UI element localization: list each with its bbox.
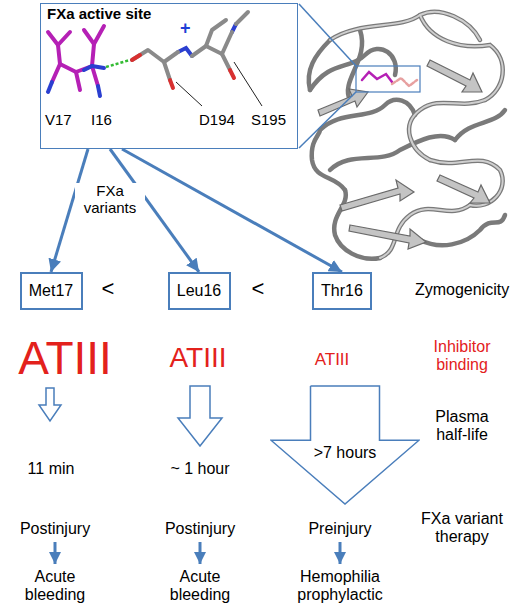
row-label: FXa variant therapy bbox=[414, 510, 510, 545]
protein-ribbon-inner bbox=[409, 100, 485, 160]
residue-sticks-d194-s195 bbox=[236, 12, 248, 24]
beta-strand bbox=[427, 60, 482, 92]
protein-ribbon-inner bbox=[330, 12, 480, 40]
residue-label: V17 bbox=[45, 112, 72, 129]
beta-strand bbox=[349, 225, 426, 249]
therapy-use: Hemophilia prophylactic bbox=[290, 568, 390, 603]
nitrogen-atoms bbox=[48, 24, 236, 96]
inset-panel: FXa active site + V17 I16 D194 S195 bbox=[40, 3, 298, 149]
protein-ribbon-inner bbox=[420, 15, 503, 100]
beta-strand bbox=[318, 89, 368, 116]
hydrogen-bond bbox=[106, 60, 130, 67]
oxygen-atoms bbox=[170, 80, 173, 88]
nitrogen-atoms bbox=[98, 86, 100, 96]
nitrogen-atoms bbox=[48, 82, 52, 92]
arrow-caption: FXa variants bbox=[75, 183, 145, 216]
protein-ribbon bbox=[309, 40, 330, 90]
charge-sign: + bbox=[180, 18, 191, 38]
residue-label: S195 bbox=[251, 112, 286, 129]
residue-sticks-d194-s195 bbox=[132, 50, 178, 62]
variant-arrow bbox=[122, 149, 342, 272]
callout-line bbox=[299, 4, 356, 66]
half-life-arrow bbox=[178, 386, 222, 446]
protein-ribbon bbox=[409, 100, 485, 160]
inhibitor-label: ATIII bbox=[18, 333, 112, 384]
row-label: Plasma half-life bbox=[422, 408, 502, 443]
variant-name: Met17 bbox=[29, 282, 73, 300]
variant-name: Thr16 bbox=[321, 282, 363, 300]
leader-line bbox=[176, 82, 202, 106]
beta-strand bbox=[340, 180, 414, 211]
half-life-value: ~ 1 hour bbox=[170, 460, 229, 478]
beta-strand bbox=[437, 175, 490, 203]
residue-sticks-d194-s195 bbox=[222, 54, 230, 70]
residue-sticks-v17-i16 bbox=[76, 66, 98, 86]
half-life-arrow: >7 hours bbox=[270, 385, 420, 505]
half-life-arrow bbox=[39, 388, 61, 421]
residue-label: I16 bbox=[91, 112, 112, 129]
therapy-arrow bbox=[339, 542, 342, 564]
residue-sticks-v17-i16 bbox=[52, 64, 60, 82]
half-life-value: 11 min bbox=[28, 460, 75, 478]
variant-box: Leu16 bbox=[168, 272, 231, 310]
protein-ribbon bbox=[430, 160, 503, 206]
protein-ribbon-inner bbox=[380, 205, 470, 258]
protein-ribbon bbox=[309, 12, 505, 259]
variant-box: Met17 bbox=[20, 272, 83, 310]
callout-line bbox=[299, 92, 356, 148]
residue-sticks-v17-i16 bbox=[48, 26, 104, 90]
protein-ribbon bbox=[380, 205, 470, 258]
row-label: Zymogenicity bbox=[415, 281, 509, 299]
protein-ribbon bbox=[455, 110, 505, 140]
beta-strand bbox=[318, 60, 490, 249]
inset-title: FXa active site bbox=[47, 6, 151, 23]
arrow-outline bbox=[271, 386, 419, 504]
protein-ribbon-inner bbox=[330, 12, 503, 258]
protein-ribbon bbox=[420, 15, 503, 100]
protein-ribbon bbox=[330, 12, 480, 40]
comparison-sign: < bbox=[252, 277, 265, 301]
residue-sticks-v17-i16 bbox=[48, 32, 70, 45]
inhibitor-label: ATIII bbox=[315, 351, 350, 370]
therapy-timing: Postinjury bbox=[20, 520, 90, 538]
half-life-value: >7 hours bbox=[314, 444, 377, 462]
nitrogen-atoms bbox=[92, 66, 104, 68]
oxygen-atoms bbox=[132, 55, 140, 60]
row-label: Inhibitor binding bbox=[422, 338, 502, 373]
residue-sticks-v17-i16 bbox=[92, 26, 104, 66]
residue-label: D194 bbox=[199, 112, 235, 129]
residue-sticks-v17-i16 bbox=[58, 45, 80, 90]
residue-sticks-d194-s195 bbox=[132, 12, 248, 80]
residue-sticks-v17-i16 bbox=[84, 30, 94, 44]
therapy-timing: Preinjury bbox=[308, 520, 371, 538]
oxygen-atoms bbox=[132, 55, 234, 88]
protein-ribbon bbox=[312, 130, 345, 190]
therapy-arrow bbox=[54, 542, 57, 564]
comparison-sign: < bbox=[102, 277, 115, 301]
oxygen-atoms bbox=[230, 70, 234, 78]
therapy-use: Acute bleeding bbox=[20, 568, 90, 603]
variant-box: Thr16 bbox=[312, 272, 372, 310]
residue-sticks-d194-s195 bbox=[206, 20, 226, 46]
inhibitor-label: ATIII bbox=[169, 343, 226, 374]
residue-sticks-d194-s195 bbox=[164, 62, 170, 80]
therapy-timing: Postinjury bbox=[165, 520, 235, 538]
protein-ribbon-inner bbox=[430, 160, 503, 206]
active-site-sticks bbox=[392, 78, 417, 86]
nitrogen-atoms bbox=[178, 48, 192, 56]
therapy-use: Acute bleeding bbox=[165, 568, 235, 603]
protein-ribbon bbox=[420, 215, 505, 245]
protein-ribbon bbox=[330, 136, 455, 170]
active-site-sticks bbox=[362, 72, 392, 82]
active-site-sticks bbox=[362, 72, 417, 86]
variant-name: Leu16 bbox=[177, 282, 222, 300]
leader-line bbox=[234, 62, 262, 106]
therapy-arrow bbox=[199, 542, 202, 564]
callout-box bbox=[356, 66, 420, 92]
